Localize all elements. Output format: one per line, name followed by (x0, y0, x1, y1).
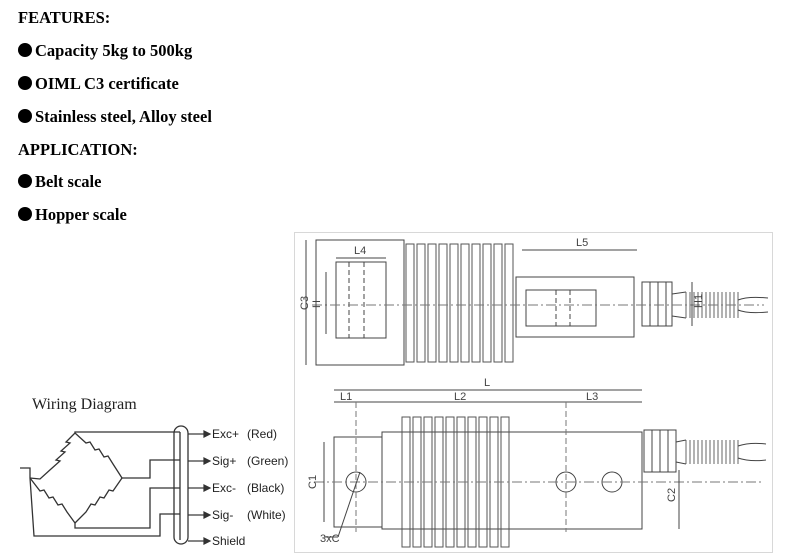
dim-label-h: H (311, 300, 323, 308)
bridge-network (20, 431, 181, 540)
bullet-icon (18, 174, 32, 188)
wire-arrows (188, 430, 212, 545)
wire-color-green: (Green) (247, 454, 288, 468)
bellows-top (405, 243, 514, 363)
dim-label-c2: C2 (666, 488, 678, 502)
dim-label-l2: L2 (454, 391, 466, 403)
features-heading: FEATURES: (18, 8, 111, 27)
bullet-icon (18, 109, 32, 123)
feature-item-certificate: OIML C3 certificate (18, 74, 179, 94)
dim-label-l1: L1 (340, 391, 352, 403)
dim-label-l: L (484, 377, 490, 389)
wire-label-exc-plus: Exc+ (212, 427, 239, 441)
dim-label-holes: 3xC (320, 533, 340, 545)
feature-item-material: Stainless steel, Alloy steel (18, 107, 212, 127)
application-item-hopper: Hopper scale (18, 205, 127, 225)
dim-label-h1: H1 (693, 294, 705, 308)
bullet-icon (18, 76, 32, 90)
wiring-diagram-title: Wiring Diagram (32, 396, 137, 413)
bullet-icon (18, 207, 32, 221)
bellows-front (401, 416, 510, 548)
wire-label-sig-plus: Sig+ (212, 454, 236, 468)
wire-label-exc-minus: Exc- (212, 481, 236, 495)
wire-color-black: (Black) (247, 481, 284, 495)
dim-label-l5: L5 (576, 237, 588, 249)
wire-color-white: (White) (247, 508, 286, 522)
bullet-icon (18, 43, 32, 57)
terminal-block (173, 425, 189, 545)
load-cell-drawing: L4 L5 C3 H H1 L L1 L2 L3 C1 C2 3xC (294, 232, 773, 553)
dim-label-c3: C3 (299, 296, 311, 310)
dim-label-l3: L3 (586, 391, 598, 403)
front-view (314, 389, 767, 548)
wire-color-red: (Red) (247, 427, 277, 441)
wire-label-sig-minus: Sig- (212, 508, 233, 522)
top-view (305, 239, 769, 366)
wiring-diagram: Wiring Diagram Exc+ (Red) Sig+ (Green) E… (20, 396, 288, 548)
application-item-belt: Belt scale (18, 172, 101, 192)
dim-label-l4: L4 (354, 245, 366, 257)
wire-label-shield: Shield (212, 534, 245, 548)
feature-item-capacity: Capacity 5kg to 500kg (18, 41, 192, 61)
application-heading: APPLICATION: (18, 140, 138, 159)
dim-label-c1: C1 (307, 475, 319, 489)
